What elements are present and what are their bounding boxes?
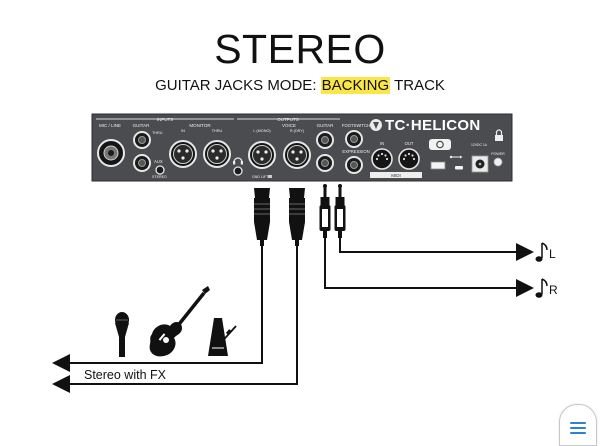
monitor-in-xlr[interactable] (169, 140, 197, 168)
stereo-fx-label: Stereo with FX (84, 368, 167, 382)
menu-button[interactable] (559, 404, 597, 446)
guitar-thru-jack[interactable] (133, 154, 151, 172)
footswitch-jack[interactable] (345, 130, 363, 148)
mode-subtitle: GUITAR JACKS MODE: BACKING TRACK (0, 77, 600, 94)
guitar-out-label: GUITAR (317, 123, 334, 128)
power-dc-jack[interactable] (471, 155, 489, 173)
microphone-icon (115, 312, 129, 357)
expression-jack[interactable] (345, 156, 363, 174)
mode-prefix: GUITAR JACKS MODE: (155, 77, 321, 94)
network-button[interactable] (429, 139, 451, 150)
midi-in-label: IN (380, 141, 384, 146)
voice-left-arrow (52, 354, 70, 372)
usb-icon (449, 155, 463, 159)
gnd-lift-switch[interactable] (268, 175, 272, 178)
output-right-label: R (549, 283, 558, 297)
guitar-in-label: GUITAR (133, 123, 150, 128)
voice-section-label: VOICE (282, 123, 296, 128)
midi-in-port[interactable] (371, 148, 393, 170)
guitar-out-left-jack[interactable] (316, 131, 334, 149)
guitar-thru-label: THRU (152, 131, 163, 135)
network-icon (436, 140, 444, 149)
lock-icon (495, 129, 503, 141)
guitar-out-right-jack[interactable] (316, 154, 334, 172)
guitar-out-arrow-r (516, 279, 534, 297)
power-spec-label: 12VDC 1A (471, 143, 488, 147)
music-note-icon (535, 242, 548, 262)
output-left-label: L (549, 247, 556, 261)
gnd-lift-label: GND LIFT (252, 175, 269, 179)
voice-out-right-xlr[interactable] (283, 141, 311, 169)
tc-helicon-logo: TC·HELICON (370, 117, 481, 134)
aux-input-jack[interactable] (155, 165, 165, 175)
aux-stereo-label: STEREO (152, 175, 167, 179)
midi-label: MIDI (391, 173, 401, 178)
mode-highlight: BACKING (320, 77, 391, 94)
aux-label: AUX (154, 159, 163, 164)
guitar-icon (149, 286, 210, 357)
power-button[interactable] (493, 157, 503, 167)
voice-right-arrow (52, 375, 70, 393)
mic-line-label: MIC / LINE (99, 123, 121, 128)
music-note-icon (535, 278, 548, 298)
brand-name: TC·HELICON (385, 117, 481, 134)
midi-out-port[interactable] (398, 148, 420, 170)
footswitch-label: FOOTSWITCH (342, 123, 370, 128)
midi-out-label: OUT (405, 141, 414, 146)
ts-plug-right (334, 184, 346, 238)
guitar-out-cable-r (324, 238, 517, 289)
voice-right-cable (62, 246, 298, 385)
ts-plug-left (319, 184, 331, 238)
xlr-plug-right (288, 187, 306, 247)
outputs-section-label: OUTPUTS (277, 117, 299, 122)
midi-label-strip (370, 172, 422, 178)
monitor-thru-label: THRU (212, 129, 223, 133)
metronome-icon (208, 318, 237, 356)
voice-out-left-xlr[interactable] (248, 141, 276, 169)
page-title: STEREO (214, 26, 386, 72)
guitar-out-arrow-l (516, 243, 534, 261)
usb-a-port[interactable] (430, 161, 446, 170)
menu-icon (570, 422, 586, 424)
monitor-thru-xlr[interactable] (203, 140, 231, 168)
mic-line-combo-jack[interactable] (97, 139, 125, 167)
power-label: POWER (491, 152, 505, 156)
voice-left-cable (62, 246, 263, 364)
voice-r-dry-label: R (DRY) (290, 129, 305, 133)
guitar-in-jack[interactable] (133, 131, 151, 149)
xlr-plug-left (253, 187, 271, 247)
monitor-in-label: IN (181, 129, 185, 133)
monitor-label: MONITOR (189, 123, 211, 128)
inputs-section-label: INPUTS (157, 117, 174, 122)
usb-mini-port[interactable] (455, 166, 463, 170)
headphones-jack[interactable] (233, 166, 243, 176)
headphones-icon (233, 157, 243, 165)
expression-label: EXPRESSION (342, 149, 369, 154)
mode-suffix: TRACK (390, 77, 445, 94)
device-back-panel: INPUTS OUTPUTS VOICE MIC / LINE GUITAR T… (91, 113, 513, 182)
voice-l-mono-label: L (MONO) (253, 129, 271, 133)
guitar-out-cable-l (339, 238, 517, 253)
